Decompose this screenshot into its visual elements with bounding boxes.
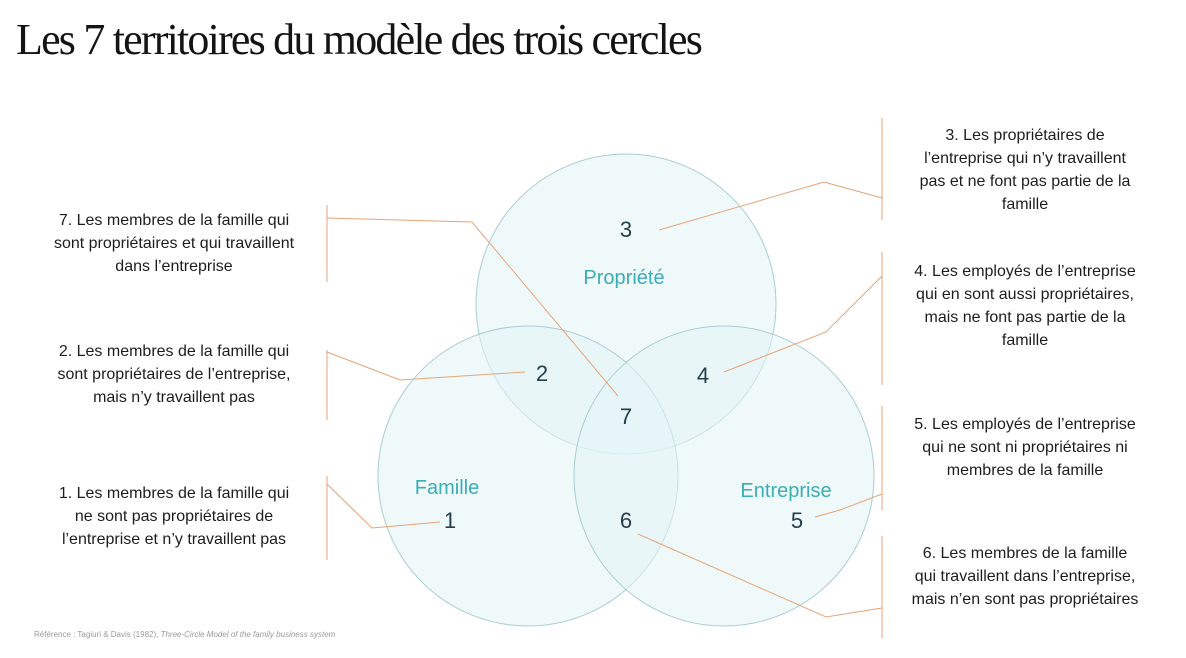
circle-entreprise [573, 325, 875, 627]
description-2: 2. Les membres de la famille qui sont pr… [57, 343, 291, 406]
region-number-4: 4 [697, 363, 709, 388]
description-5: 5. Les employés de l’entreprise qui ne s… [914, 416, 1136, 479]
leader-line-6-connector [637, 533, 883, 618]
label-propriete: Propriété [583, 267, 664, 289]
region-number-5: 5 [791, 508, 803, 533]
label-famille: Famille [415, 477, 479, 499]
reference-note: Référence : Tagiuri & Davis (1982), Thre… [34, 630, 335, 639]
leader-line-7-connector [326, 217, 619, 397]
region-number-3: 3 [620, 217, 632, 242]
leader-line-2-connector [326, 351, 526, 381]
leader-line-4-connector [723, 275, 883, 373]
leader-line-1-connector [326, 483, 441, 529]
description-6: 6. Les membres de la famille qui travail… [911, 545, 1139, 608]
leader-line-5-connector [814, 493, 883, 518]
page-title: Les 7 territoires du modèle des trois ce… [16, 15, 703, 64]
description-7: 7. Les membres de la famille qui sont pr… [53, 212, 295, 275]
label-entreprise: Entreprise [740, 480, 831, 502]
region-number-1: 1 [444, 508, 456, 533]
description-3: 3. Les propriétaires de l’entreprise qui… [919, 127, 1131, 213]
region-number-2: 2 [536, 361, 548, 386]
region-number-6: 6 [620, 508, 632, 533]
leader-line-3-connector [658, 181, 883, 231]
reference-work: Three-Circle Model of the family busines… [160, 630, 336, 639]
description-1: 1. Les membres de la famille qui ne sont… [58, 485, 290, 548]
description-4: 4. Les employés de l’entreprise qui en s… [914, 263, 1136, 349]
reference-prefix: Référence : Tagiuri & Davis (1982), [34, 630, 161, 639]
region-number-7: 7 [620, 404, 632, 429]
